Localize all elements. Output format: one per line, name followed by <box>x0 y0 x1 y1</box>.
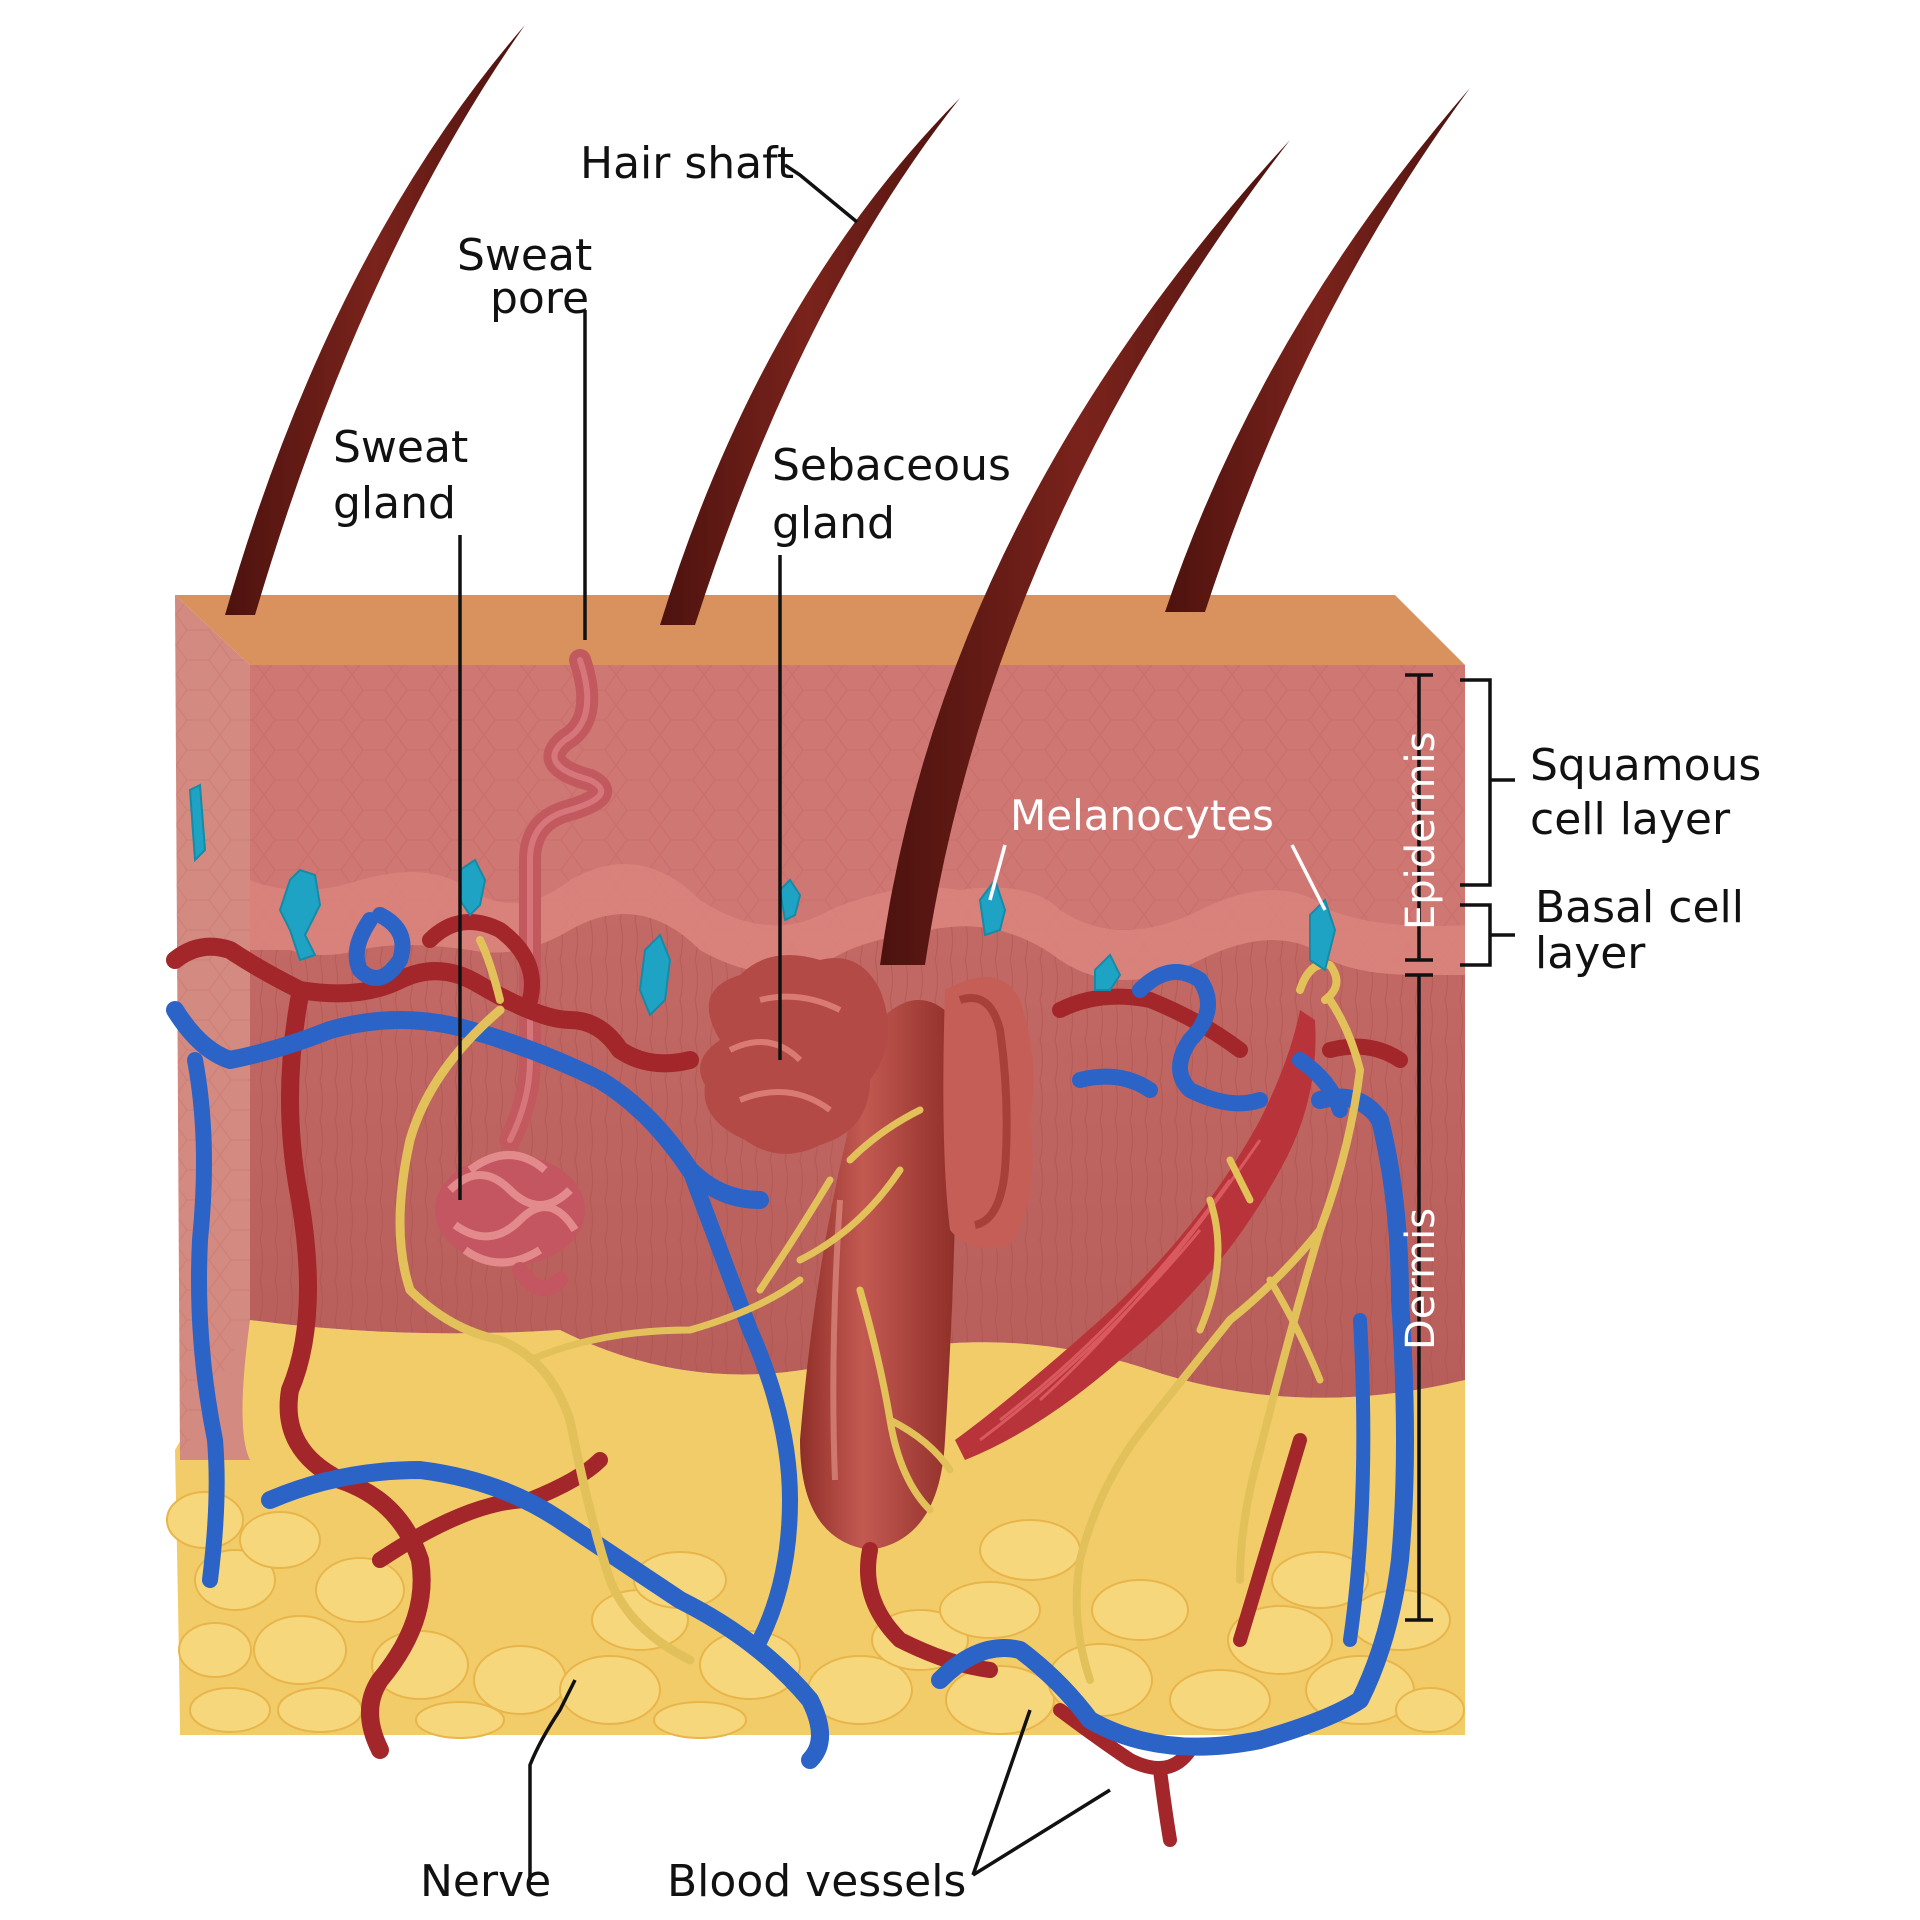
label-sweat-gland-line2: gland <box>333 478 456 529</box>
label-sweat-pore-line1: Sweat <box>457 230 592 281</box>
label-melanocytes: Melanocytes <box>1010 791 1274 840</box>
hair-shaft-main <box>880 140 1290 965</box>
leader-lines <box>458 163 1515 1880</box>
arteries <box>166 914 1408 1847</box>
sweat-gland <box>435 649 613 1296</box>
label-blood-vessels: Blood vessels <box>667 1856 966 1907</box>
label-sebaceous-gland-line1: Sebaceous <box>772 440 1011 491</box>
label-squamous-line2: cell layer <box>1530 794 1731 845</box>
label-squamous-line1: Squamous <box>1530 740 1761 791</box>
label-basal-line2: layer <box>1535 928 1646 979</box>
arrector-pili-muscle <box>955 1010 1316 1460</box>
hair-follicle <box>700 140 1316 1550</box>
hair-shafts <box>225 25 1470 625</box>
label-sweat-gland-line1: Sweat <box>333 422 468 473</box>
label-sebaceous-gland-line2: gland <box>772 498 895 549</box>
label-sweat-pore-line2: pore <box>490 273 589 324</box>
nerves <box>395 936 1364 1684</box>
veins <box>166 907 1414 1769</box>
labels: Hair shaft Sweat pore Sweat gland Sebace… <box>333 138 1761 1907</box>
label-dermis: Dermis <box>1398 1208 1444 1350</box>
label-basal-line1: Basal cell <box>1535 882 1744 933</box>
label-nerve: Nerve <box>420 1856 551 1907</box>
label-hair-shaft: Hair shaft <box>580 138 794 189</box>
label-epidermis: Epidermis <box>1398 732 1444 930</box>
skin-surface <box>175 595 1465 665</box>
melanocytes <box>188 783 1337 1017</box>
